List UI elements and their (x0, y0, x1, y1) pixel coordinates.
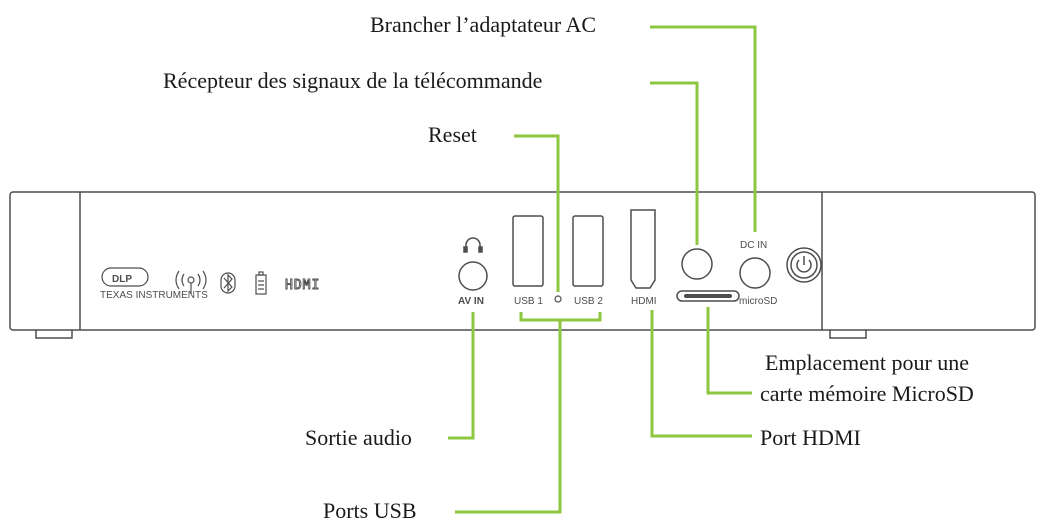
hdmi-logo: HDMI (285, 278, 320, 294)
svg-text:HDMI: HDMI (285, 278, 320, 293)
callout-remote-receiver: Récepteur des signaux de la télécommande (163, 68, 543, 93)
usb1-label: USB 1 (514, 296, 543, 307)
power-icon (786, 247, 822, 283)
usb1-port (512, 215, 544, 287)
line-remote-receiver (650, 81, 699, 245)
line-audio-out (448, 312, 475, 440)
line-ac-adapter (650, 25, 757, 232)
line-usb-ports (455, 320, 562, 514)
line-reset (514, 134, 560, 292)
callout-ac-adapter: Brancher l’adaptateur AC (370, 12, 597, 37)
headphones-icon (463, 237, 483, 253)
battery-icon (255, 271, 267, 295)
callout-lines (448, 25, 757, 514)
callout-reset: Reset (428, 122, 477, 147)
usb2-label: USB 2 (574, 296, 603, 307)
svg-text:TEXAS INSTRUMENTS: TEXAS INSTRUMENTS (100, 290, 208, 301)
wifi-icon (175, 270, 207, 294)
hdmi-port (630, 209, 656, 289)
callout-audio-out: Sortie audio (305, 425, 412, 450)
line-microsd (706, 307, 752, 395)
callout-microsd-line2: carte mémoire MicroSD (760, 381, 974, 406)
callout-microsd-line1: Emplacement pour une (765, 350, 970, 375)
line-hdmi-port (650, 310, 752, 438)
hdmi-port-label: HDMI (631, 296, 657, 307)
callout-usb-ports: Ports USB (323, 498, 417, 523)
callout-hdmi-port: Port HDMI (760, 425, 861, 450)
av-in-jack (458, 261, 488, 291)
svg-text:DLP: DLP (112, 274, 132, 285)
bluetooth-icon (220, 272, 236, 294)
dc-in-jack (739, 257, 771, 289)
usb2-port (572, 215, 604, 287)
dlp-logo: DLP TEXAS INSTRUMENTS (100, 267, 208, 301)
microsd-label: microSD (739, 296, 777, 307)
av-in-label: AV IN (458, 296, 484, 307)
remote-receiver (681, 248, 713, 280)
reset-hole (554, 295, 562, 303)
dc-in-label: DC IN (740, 240, 767, 251)
microsd-slot-opening (684, 294, 732, 298)
